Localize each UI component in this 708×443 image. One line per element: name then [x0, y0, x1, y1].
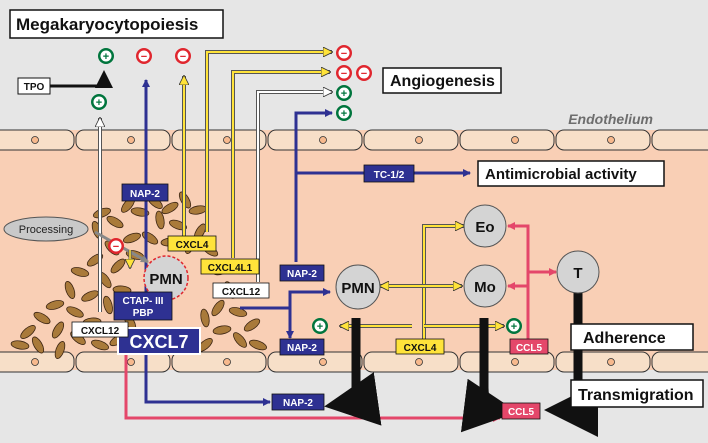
adherence-box	[570, 323, 694, 351]
eo-cell-label: Eo	[475, 219, 494, 236]
nap2-box-bottom	[271, 393, 325, 411]
cxcl12-box-right	[212, 282, 270, 299]
minus-icon-processing: −	[108, 238, 124, 254]
cxcl4l1-box	[200, 258, 260, 275]
mo-cell-label: Mo	[474, 279, 496, 296]
cxcl7-label: CXCL7	[129, 332, 188, 352]
ccl5-box-tree	[509, 338, 549, 355]
processing-label: Processing	[19, 224, 73, 236]
cxcl4-box-platelet	[167, 235, 217, 252]
cxcl4-angio-arrow	[206, 52, 332, 232]
pmn-transmigration-arrow	[324, 318, 382, 426]
nap2-angio-arrow	[294, 109, 333, 262]
cxcl4-box-right	[395, 338, 445, 355]
svg-text:−: −	[361, 68, 367, 80]
pmn-cell	[335, 264, 381, 310]
plus-icon-mo: +	[506, 318, 522, 334]
megakaryocytopoiesis-box	[9, 9, 224, 39]
nap2-label-bottom: NAP-2	[283, 398, 313, 409]
svg-text:−: −	[341, 48, 347, 60]
cxcl12-label-left: CXCL12	[81, 326, 120, 337]
cxcl12-box-left	[71, 321, 129, 338]
plus-icon-pmn: +	[312, 318, 328, 334]
pmn-cell-label: PMN	[341, 280, 374, 297]
svg-text:+: +	[341, 108, 347, 120]
plus-icon-angio-1: +	[336, 85, 352, 101]
t-cell-label: T	[573, 265, 582, 282]
tc12-box	[363, 164, 415, 183]
tc12-label: TC-1/2	[374, 170, 405, 181]
symbols: + + − − − − − +	[91, 45, 522, 334]
svg-text:+: +	[511, 321, 517, 333]
svg-text:+: +	[317, 321, 323, 333]
mo-cell	[463, 264, 507, 308]
adherence-title: Adherence	[583, 330, 666, 347]
plus-icon-tpo: +	[98, 48, 114, 64]
plus-icon-cxcl12: +	[91, 94, 107, 110]
pbp-label: PBP	[133, 308, 154, 319]
svg-text:−: −	[341, 68, 347, 80]
cxcl4-label-right: CXCL4	[404, 343, 437, 354]
cxcl12-label-right: CXCL12	[222, 287, 261, 298]
cxcl7-box	[117, 327, 201, 355]
endothelium-top	[0, 129, 708, 151]
cxcl4l1-label: CXCL4L1	[208, 263, 253, 274]
pmn-cell-platelet-label: PMN	[149, 271, 182, 288]
ccl5-label-tree: CCL5	[516, 343, 543, 354]
t-cell	[556, 250, 600, 294]
nap2-label-middle: NAP-2	[287, 269, 317, 280]
minus-icon-angio-1: −	[336, 45, 352, 61]
processing-ellipse	[3, 216, 89, 242]
ctap3-pbp-box	[113, 291, 173, 321]
tpo-box	[17, 77, 51, 95]
tpo-label: TPO	[24, 82, 45, 93]
nap2-box-lower	[279, 338, 325, 356]
plus-icon-angio-2: +	[336, 105, 352, 121]
nap2-label-lower: NAP-2	[287, 343, 317, 354]
minus-icon-cxcl4-top: −	[175, 48, 191, 64]
minus-icon-nap2-top: −	[136, 48, 152, 64]
endothelium-label: Endothelium	[568, 111, 653, 127]
minus-icon-angio-3: −	[356, 65, 372, 81]
minus-icon-angio-2: −	[336, 65, 352, 81]
cxcl4-label-platelet: CXCL4	[176, 240, 209, 251]
svg-text:+: +	[341, 88, 347, 100]
svg-text:+: +	[103, 51, 109, 63]
nap2-box-middle	[279, 264, 325, 282]
pmn-cell-platelet	[143, 255, 189, 301]
angiogenesis-title: Angiogenesis	[390, 73, 495, 90]
angiogenesis-box	[382, 67, 502, 94]
ccl5-label-bottom: CCL5	[508, 407, 535, 418]
megakaryocytopoiesis-title: Megakaryocytopoiesis	[16, 15, 198, 34]
nap2-box-top	[121, 183, 169, 202]
ccl5-eo-arrow	[507, 222, 530, 340]
nap2-bottom-arrow	[144, 346, 271, 406]
antimicrobial-title: Antimicrobial activity	[485, 166, 637, 183]
cxcl4l1-angio-arrow	[232, 72, 330, 258]
svg-text:−: −	[113, 241, 119, 253]
svg-text:−: −	[141, 51, 147, 63]
ccl5-box-bottom	[501, 402, 541, 420]
ctap3-label: CTAP- III	[123, 296, 164, 307]
eo-cell	[463, 204, 507, 248]
transmigration-title: Transmigration	[578, 387, 694, 404]
nap2-label-top: NAP-2	[130, 189, 160, 200]
transmigration-box	[570, 379, 704, 408]
tpo-arrow	[50, 70, 113, 88]
antimicrobial-box	[477, 160, 665, 187]
svg-text:−: −	[180, 51, 186, 63]
mo-transmigration-arrow	[460, 318, 518, 433]
svg-text:+: +	[96, 97, 102, 109]
cxcl4-eo-arrow	[423, 226, 464, 346]
cxcl12-angio-arrow	[257, 92, 332, 282]
